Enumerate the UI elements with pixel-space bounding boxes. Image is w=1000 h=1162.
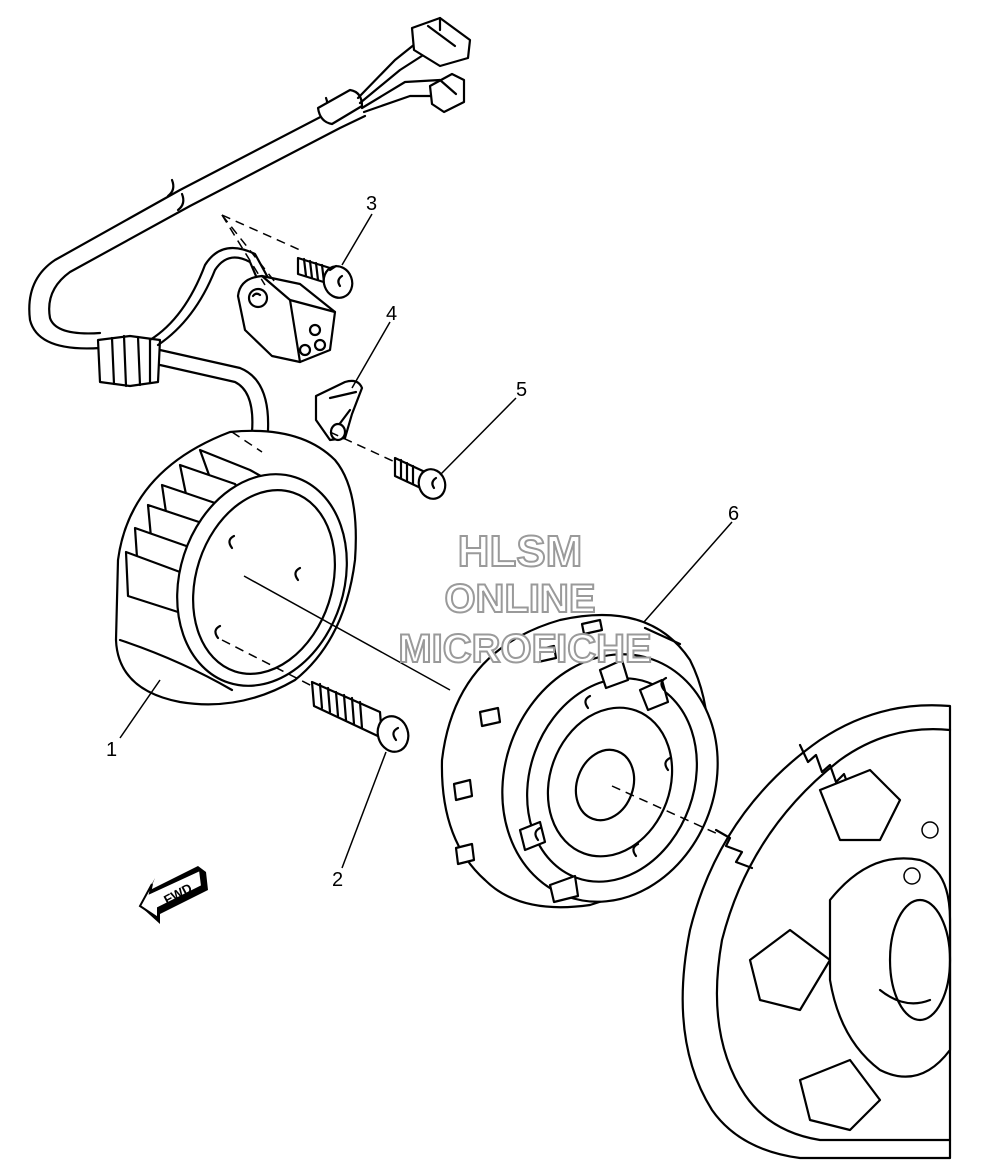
callout-5: 5: [516, 379, 527, 401]
callout-1: 1: [106, 739, 117, 761]
watermark: HLSM ONLINE MICROFICHE: [397, 526, 652, 672]
wire-harness: [28, 16, 472, 434]
fwd-arrow-icon: FWD: [138, 866, 208, 924]
leader-lines: [119, 213, 733, 869]
pickup-coil: [236, 274, 337, 364]
bracket-4: [314, 379, 364, 442]
callout-3: 3: [366, 193, 377, 215]
rotor-assembly: [440, 613, 719, 909]
bolt-2: [221, 639, 410, 753]
callout-6: 6: [728, 503, 739, 525]
watermark-line-2: ONLINE: [444, 577, 595, 621]
starter-gear: [681, 704, 952, 1160]
callout-4: 4: [386, 303, 397, 325]
stator-assembly: [114, 429, 357, 706]
watermark-line-3: MICROFICHE: [398, 627, 651, 671]
screw-5: [329, 431, 447, 500]
watermark-line-1: HLSM: [458, 527, 583, 576]
screw-3: [296, 256, 354, 299]
callout-2: 2: [332, 869, 343, 891]
